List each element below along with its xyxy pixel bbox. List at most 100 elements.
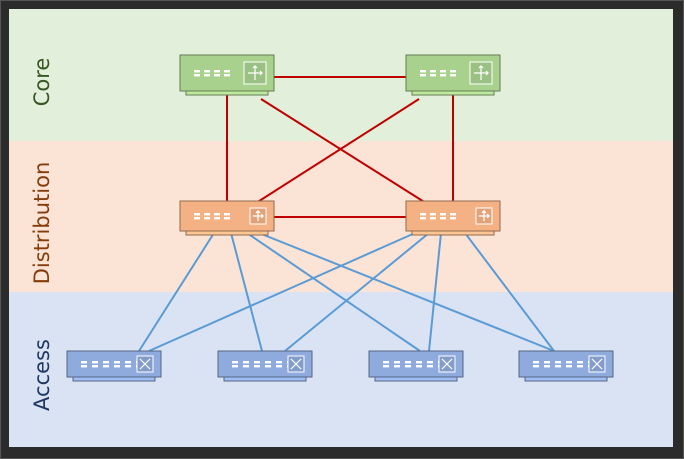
port-icon <box>194 70 200 73</box>
port-icon <box>420 213 426 216</box>
network-topology <box>66 54 614 382</box>
device-base <box>374 376 458 382</box>
router-arrows-icon <box>247 65 263 81</box>
port-icon <box>224 217 230 220</box>
router-arrows-icon <box>478 210 490 222</box>
port-icon <box>103 365 109 368</box>
access-layer-label: Access <box>30 339 54 411</box>
router-arrows-icon <box>252 210 264 222</box>
port-icon <box>92 365 98 368</box>
port-icon <box>577 365 583 368</box>
port-icon <box>430 217 436 220</box>
port-icon <box>81 361 87 364</box>
port-icon <box>577 361 583 364</box>
device-base <box>411 90 495 96</box>
arrowheads-icon <box>255 210 264 219</box>
port-icon <box>194 74 200 77</box>
port-icon <box>125 365 131 368</box>
access-1 <box>66 350 162 382</box>
port-icon <box>427 361 433 364</box>
port-icon <box>566 361 572 364</box>
port-icon <box>92 361 98 364</box>
port-icon <box>276 361 282 364</box>
device-base <box>524 376 608 382</box>
port-icon <box>254 361 260 364</box>
core-2 <box>405 54 501 96</box>
port-icon <box>276 365 282 368</box>
port-icon <box>114 365 120 368</box>
distribution-layer-label: Distribution <box>30 161 54 285</box>
access-uplink <box>246 232 421 352</box>
core-1 <box>179 54 275 96</box>
port-icon <box>430 70 436 73</box>
port-icon <box>103 361 109 364</box>
port-icon <box>566 365 572 368</box>
core-layer-band <box>9 9 673 141</box>
access-4 <box>518 350 614 382</box>
dist-2 <box>405 200 501 236</box>
diagram-canvas: Core Distribution Access <box>9 9 673 447</box>
port-icon <box>430 213 436 216</box>
switch-arrows-icon <box>290 358 302 370</box>
port-icon <box>224 70 230 73</box>
port-icon <box>416 365 422 368</box>
port-icon <box>204 70 210 73</box>
port-icon <box>555 361 561 364</box>
port-icon <box>81 365 87 368</box>
device-base <box>223 376 307 382</box>
port-icon <box>420 74 426 77</box>
port-icon <box>243 361 249 364</box>
port-icon <box>194 213 200 216</box>
port-icon <box>214 70 220 73</box>
arrowheads-icon <box>478 65 489 76</box>
port-icon <box>450 70 456 73</box>
port-icon <box>383 365 389 368</box>
port-icon <box>224 213 230 216</box>
port-icon <box>232 361 238 364</box>
port-icon <box>214 74 220 77</box>
port-icon <box>440 217 446 220</box>
port-icon <box>405 365 411 368</box>
access-uplink <box>284 232 430 352</box>
port-icon <box>555 365 561 368</box>
device-base <box>411 230 495 236</box>
port-icon <box>114 361 120 364</box>
port-icon <box>265 365 271 368</box>
port-icon <box>232 365 238 368</box>
port-icon <box>214 213 220 216</box>
port-icon <box>544 361 550 364</box>
port-icon <box>533 361 539 364</box>
port-icon <box>450 74 456 77</box>
port-icon <box>383 361 389 364</box>
dist-core-link <box>260 98 430 206</box>
device-base <box>185 90 269 96</box>
port-icon <box>394 365 400 368</box>
port-icon <box>533 365 539 368</box>
access-uplink <box>464 232 555 352</box>
port-icon <box>204 217 210 220</box>
access-uplink <box>428 232 442 352</box>
port-icon <box>450 217 456 220</box>
dist-1 <box>179 200 275 236</box>
port-icon <box>125 361 131 364</box>
dist-core-link <box>252 98 420 206</box>
device-base <box>72 376 156 382</box>
access-uplink <box>138 232 215 352</box>
access-3 <box>368 350 464 382</box>
port-icon <box>440 70 446 73</box>
port-icon <box>440 74 446 77</box>
port-icon <box>544 365 550 368</box>
port-icon <box>420 70 426 73</box>
port-icon <box>204 74 210 77</box>
arrowheads-icon <box>252 65 263 76</box>
port-icon <box>194 217 200 220</box>
port-icon <box>405 361 411 364</box>
device-base <box>185 230 269 236</box>
switch-arrows-icon <box>139 358 151 370</box>
port-icon <box>204 213 210 216</box>
port-icon <box>430 74 436 77</box>
port-icon <box>440 213 446 216</box>
port-icon <box>265 361 271 364</box>
devices-group <box>66 54 614 382</box>
